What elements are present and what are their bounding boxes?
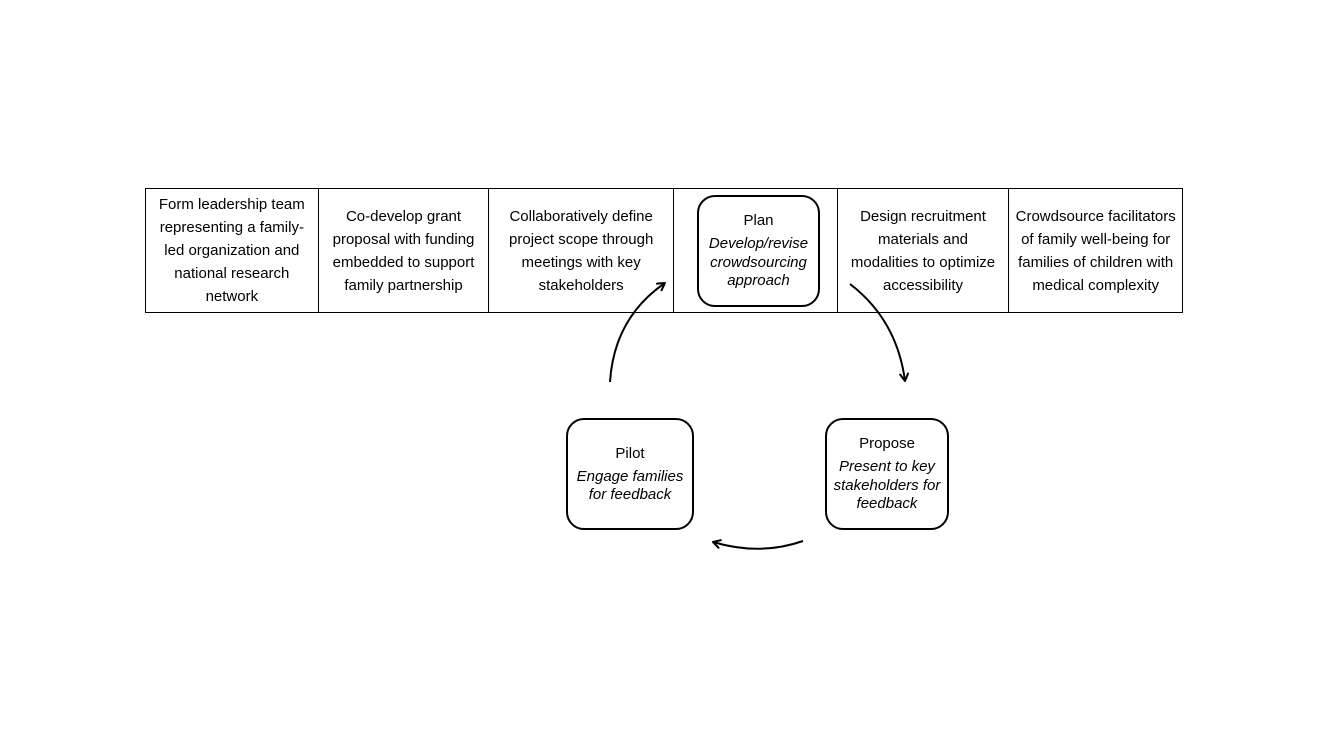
- step-text: Co-develop grant proposal with funding e…: [332, 207, 475, 294]
- process-steps-row: Form leadership team representing a fami…: [145, 188, 1183, 313]
- propose-title: Propose: [859, 435, 915, 453]
- step-text: Form leadership team representing a fami…: [158, 196, 305, 305]
- pilot-description: Engage families for feedback: [576, 467, 684, 504]
- propose-box: Propose Present to key stakeholders for …: [825, 418, 949, 530]
- step-text: Collaboratively define project scope thr…: [509, 207, 654, 294]
- step-text: Design recruitment materials and modalit…: [850, 207, 996, 294]
- step-design-recruitment: Design recruitment materials and modalit…: [838, 189, 1010, 312]
- pilot-title: Pilot: [615, 444, 645, 462]
- step-define-project-scope: Collaboratively define project scope thr…: [489, 189, 674, 312]
- propose-description: Present to key stakeholders for feedback: [833, 458, 941, 513]
- arrow-propose-to-pilot: [712, 539, 804, 550]
- plan-title: Plan: [743, 212, 774, 230]
- plan-box: Plan Develop/revise crowdsourcing approa…: [697, 195, 820, 307]
- plan-description: Develop/revise crowdsourcing approach: [708, 235, 809, 290]
- step-form-leadership-team: Form leadership team representing a fami…: [146, 189, 319, 312]
- pilot-box: Pilot Engage families for feedback: [566, 418, 694, 530]
- step-crowdsource-facilitators: Crowdsource facilitators of family well-…: [1009, 189, 1182, 312]
- step-co-develop-grant: Co-develop grant proposal with funding e…: [319, 189, 490, 312]
- step-text: Crowdsource facilitators of family well-…: [1015, 207, 1176, 294]
- step-plan-cycle-cell: [674, 189, 838, 312]
